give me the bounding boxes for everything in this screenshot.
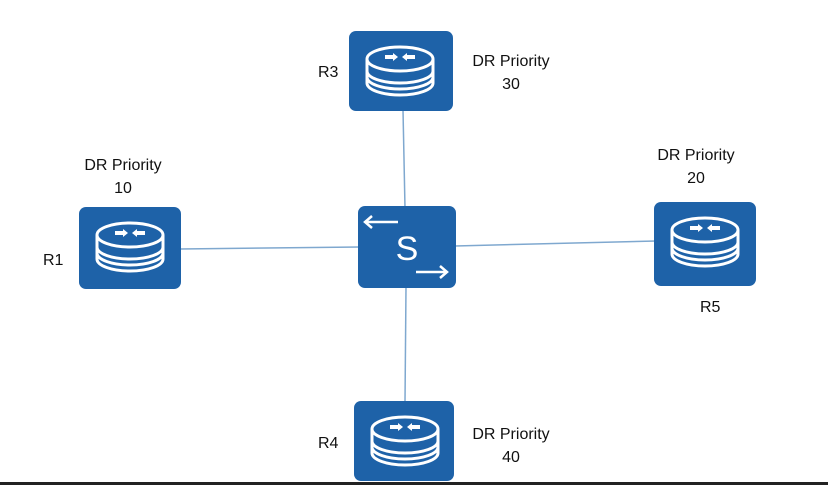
router-r3-label: R3 xyxy=(318,64,339,81)
router-r1-label: R1 xyxy=(43,252,64,269)
switch-node[interactable]: S xyxy=(358,206,456,288)
router-r5[interactable] xyxy=(654,202,756,286)
link-s-r3 xyxy=(402,109,406,209)
router-icon xyxy=(95,221,165,273)
router-icon xyxy=(370,415,440,467)
switch-icon: S xyxy=(363,215,449,279)
link-s-r5 xyxy=(454,240,657,247)
router-r3-priority-value: 30 xyxy=(502,76,520,93)
router-r1-priority-label: DR Priority xyxy=(84,157,162,174)
router-r5-priority-label: DR Priority xyxy=(657,147,735,164)
router-r1-priority-value: 10 xyxy=(114,180,132,197)
router-r4-priority-value: 40 xyxy=(502,449,520,466)
router-icon xyxy=(365,45,435,97)
bottom-divider xyxy=(0,482,828,485)
link-s-r1 xyxy=(179,246,361,250)
router-r3[interactable] xyxy=(349,31,453,111)
link-s-r4 xyxy=(404,286,407,403)
router-r3-priority-label: DR Priority xyxy=(472,53,550,70)
router-r5-label: R5 xyxy=(700,299,721,316)
router-r4-label: R4 xyxy=(318,435,339,452)
router-r1[interactable] xyxy=(79,207,181,289)
router-icon xyxy=(670,216,740,268)
router-r4-priority-label: DR Priority xyxy=(472,426,550,443)
router-r4[interactable] xyxy=(354,401,454,481)
router-r5-priority-value: 20 xyxy=(687,170,705,187)
switch-letter: S xyxy=(396,230,419,268)
